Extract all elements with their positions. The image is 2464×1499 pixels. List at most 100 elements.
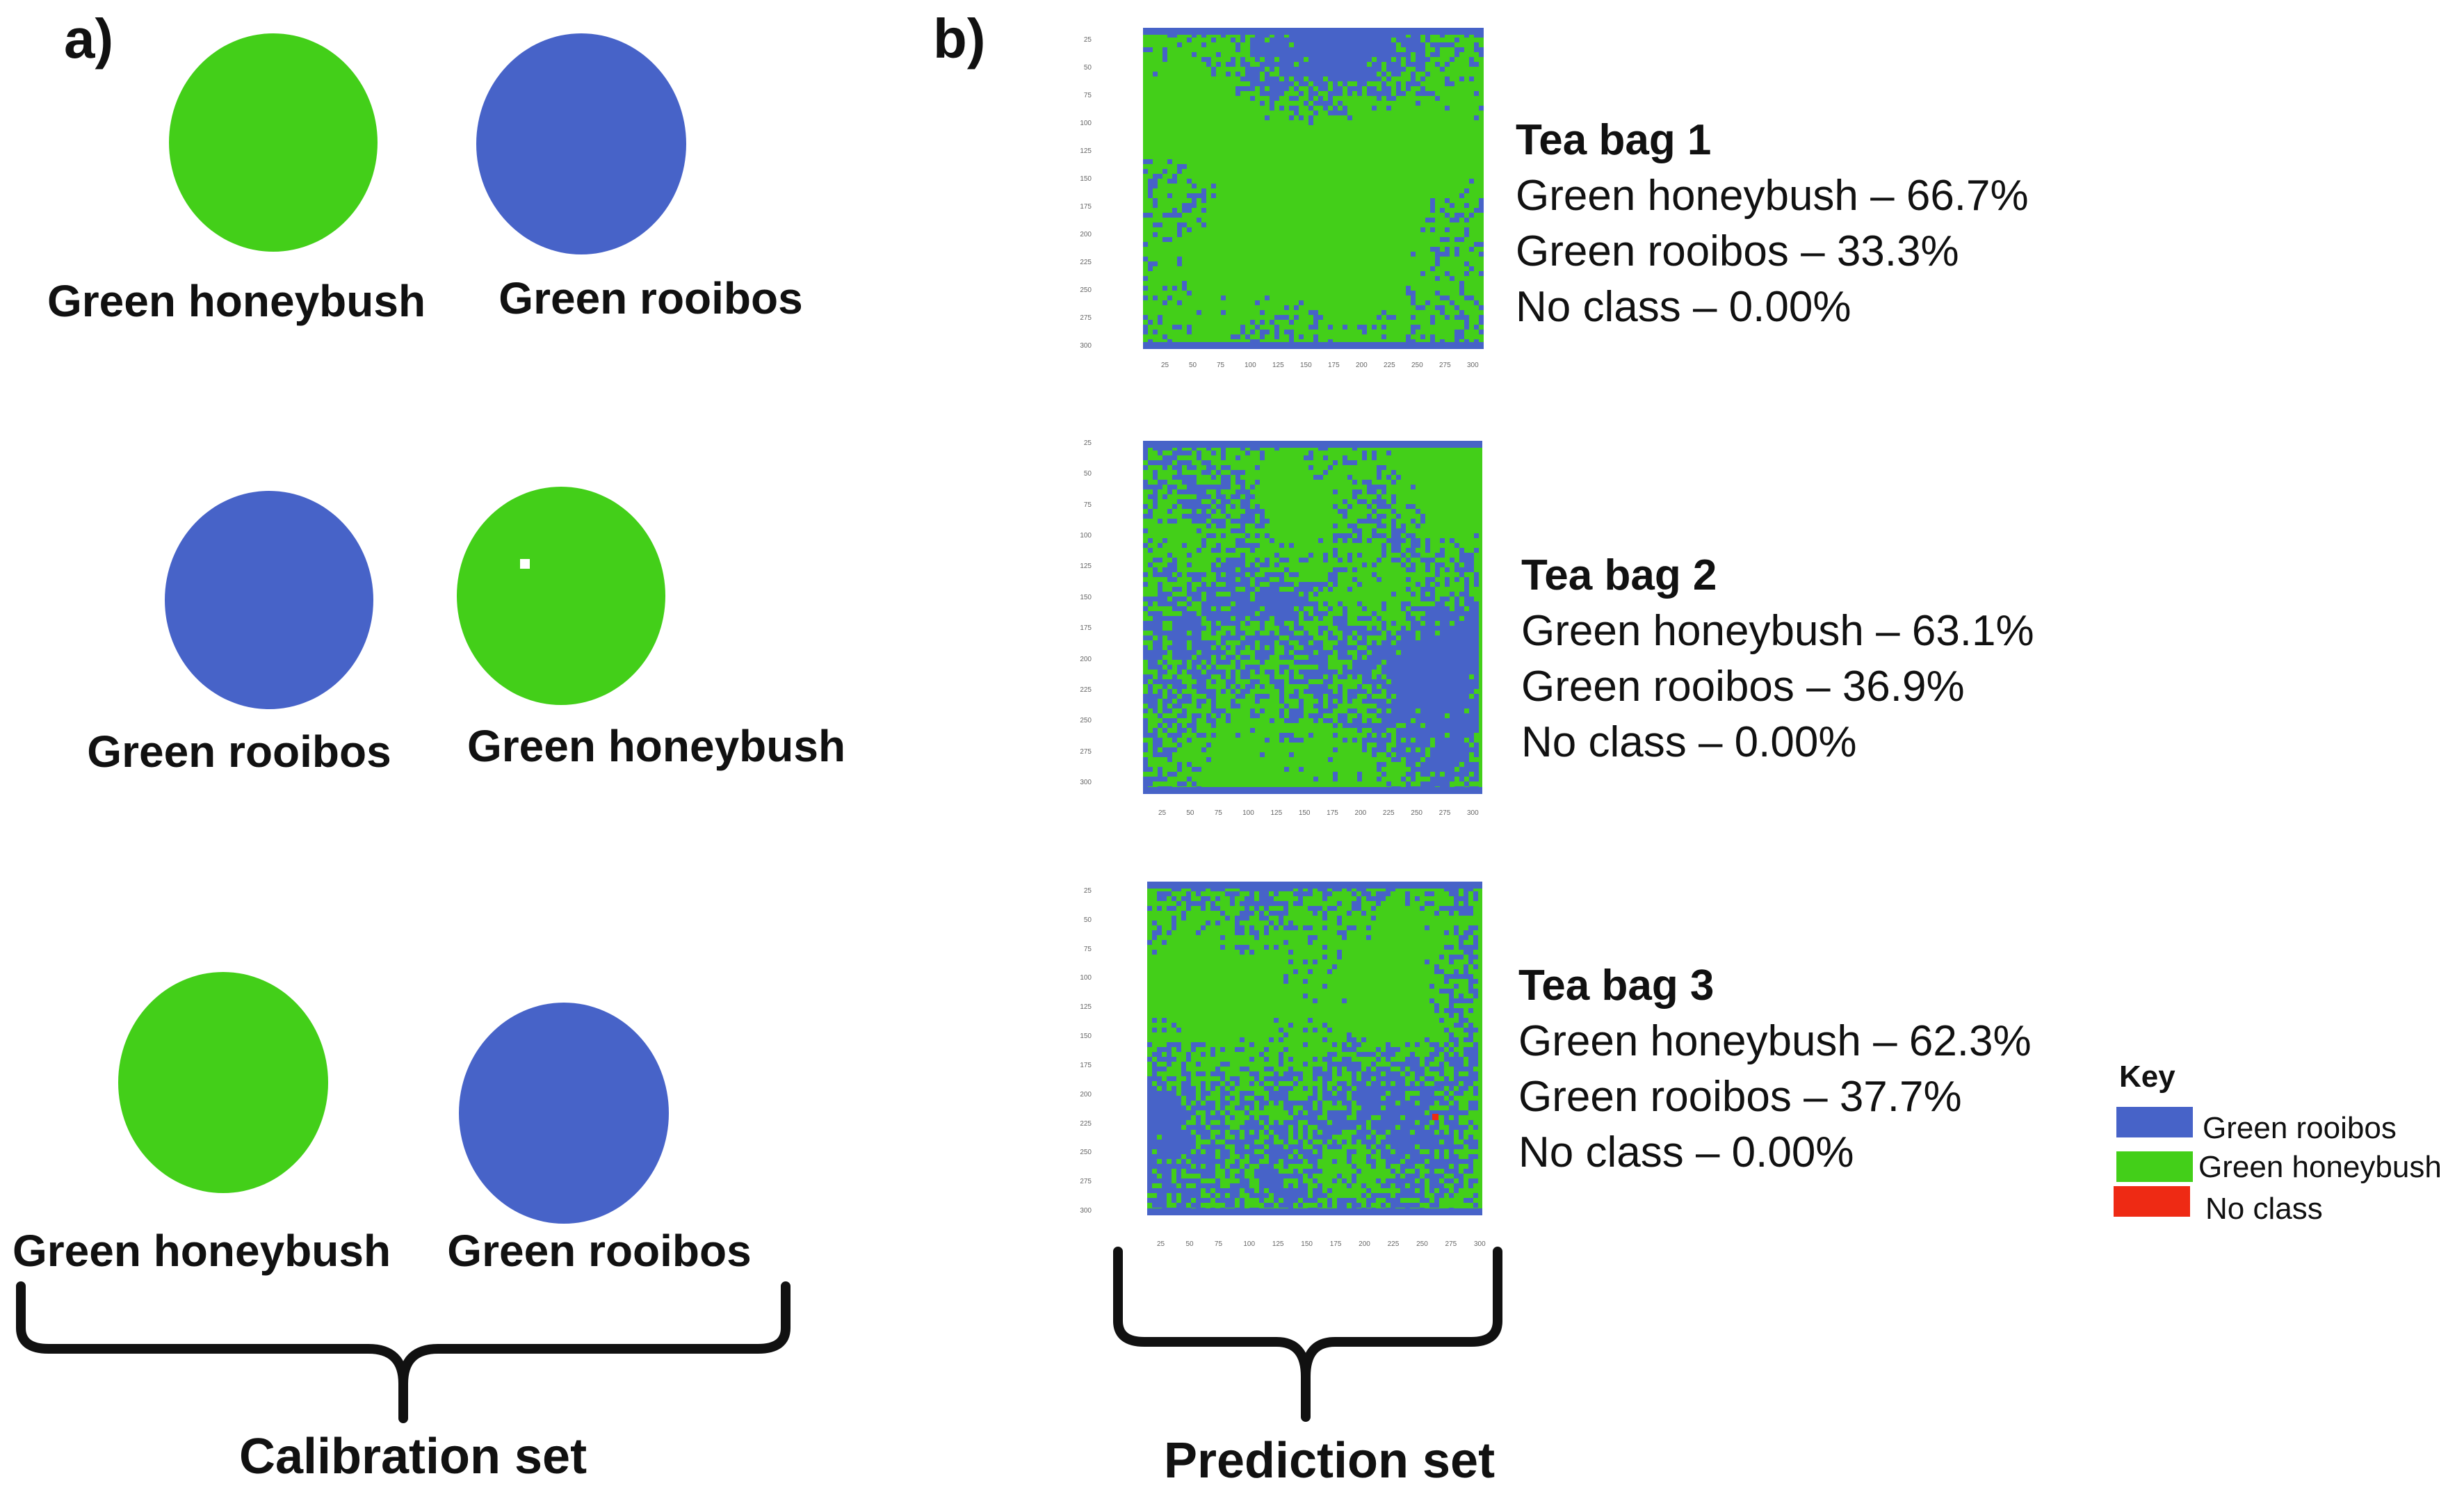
y-tick-label: 275: [1080, 1178, 1092, 1186]
x-tick-label: 250: [1416, 1240, 1428, 1248]
y-tick-label: 50: [1083, 916, 1092, 924]
calibration-circle-honeybush: [457, 487, 665, 705]
prediction-set-label: Prediction set: [1163, 1433, 1496, 1489]
y-tick-label: 75: [1083, 945, 1092, 953]
map-3-y-ticks: 25 50 75 100 125 150 175 200 225 250 275 300: [1071, 887, 1092, 1215]
x-tick-label: 25: [1157, 1240, 1165, 1248]
tea-bag-title: Tea bag 2: [1521, 551, 1717, 599]
y-tick-label: 125: [1080, 147, 1092, 155]
key-title: Key: [2119, 1060, 2175, 1094]
x-tick-label: 275: [1445, 1240, 1457, 1248]
y-tick-label: 250: [1080, 717, 1092, 725]
y-tick-label: 100: [1080, 120, 1092, 127]
prediction-brace: [1113, 1247, 1502, 1422]
x-tick-label: 150: [1301, 1240, 1313, 1248]
x-tick-label: 50: [1189, 362, 1197, 369]
tea-bag-2-result: Tea bag 2 Green honeybush – 63.1% Green …: [1521, 548, 2034, 770]
y-tick-label: 300: [1080, 1207, 1092, 1215]
y-tick-label: 175: [1080, 203, 1092, 211]
y-tick-label: 300: [1080, 779, 1092, 786]
y-tick-label: 275: [1080, 747, 1092, 756]
tea-bag-3-result: Tea bag 3 Green honeybush – 62.3% Green …: [1518, 958, 2032, 1181]
y-tick-label: 275: [1080, 314, 1092, 322]
calibration-circle-rooibos: [165, 491, 373, 709]
y-tick-label: 175: [1080, 1061, 1092, 1069]
tea-bag-1-result: Tea bag 1 Green honeybush – 66.7% Green …: [1516, 113, 2029, 335]
x-tick-label: 125: [1270, 809, 1283, 817]
y-tick-label: 100: [1080, 974, 1092, 982]
y-tick-label: 250: [1080, 1149, 1092, 1157]
x-tick-label: 100: [1243, 1240, 1256, 1248]
tea-bag-title: Tea bag 1: [1516, 116, 1712, 164]
y-tick-label: 300: [1080, 342, 1092, 350]
x-tick-label: 175: [1329, 1240, 1342, 1248]
y-tick-label: 25: [1083, 36, 1092, 44]
x-tick-label: 200: [1354, 809, 1367, 817]
x-tick-label: 100: [1245, 362, 1256, 369]
prediction-map-1-image: [1143, 28, 1484, 349]
y-tick-label: 200: [1080, 231, 1092, 238]
y-tick-label: 50: [1083, 64, 1092, 72]
key-swatch-honeybush: [2116, 1151, 2193, 1182]
calibration-label: Green rooibos: [87, 727, 391, 777]
y-tick-label: 125: [1080, 562, 1092, 571]
calibration-label: Green rooibos: [499, 273, 803, 323]
prediction-map-2-image: [1143, 441, 1482, 794]
x-tick-label: 300: [1467, 809, 1479, 817]
calibration-label: Green rooibos: [447, 1226, 752, 1276]
x-tick-label: 75: [1214, 809, 1222, 817]
key-label-honeybush: Green honeybush: [2198, 1150, 2442, 1184]
x-tick-label: 125: [1272, 1240, 1284, 1248]
y-tick-label: 150: [1080, 593, 1092, 601]
x-tick-label: 275: [1439, 362, 1451, 369]
calibration-brace: [16, 1281, 791, 1423]
x-tick-label: 250: [1411, 362, 1423, 369]
x-tick-label: 25: [1158, 809, 1167, 817]
x-tick-label: 50: [1186, 809, 1194, 817]
y-tick-label: 150: [1080, 1032, 1092, 1041]
y-tick-label: 200: [1080, 1090, 1092, 1099]
prediction-map-2: [1143, 441, 1482, 794]
prediction-map-3: [1147, 882, 1482, 1215]
calibration-circle-rooibos: [476, 33, 686, 254]
calibration-label: Green honeybush: [47, 276, 426, 326]
y-tick-label: 225: [1080, 1119, 1092, 1128]
x-tick-label: 150: [1298, 809, 1311, 817]
calibration-set-label: Calibration set: [238, 1429, 587, 1484]
prediction-map-1: [1143, 28, 1484, 349]
calibration-circle-honeybush: [118, 972, 328, 1193]
x-tick-label: 200: [1359, 1240, 1370, 1248]
x-tick-label: 175: [1327, 809, 1338, 817]
key-swatch-no-class: [2114, 1186, 2190, 1217]
x-tick-label: 50: [1185, 1240, 1194, 1248]
x-tick-label: 225: [1384, 362, 1395, 369]
no-class-percent: No class – 0.00%: [1521, 718, 1857, 766]
no-class-percent: No class – 0.00%: [1516, 283, 1851, 331]
honeybush-percent: Green honeybush – 63.1%: [1521, 607, 2034, 655]
x-tick-label: 300: [1474, 1240, 1486, 1248]
y-tick-label: 175: [1080, 624, 1092, 633]
key-label-rooibos: Green rooibos: [2203, 1111, 2397, 1145]
x-tick-label: 250: [1411, 809, 1423, 817]
y-tick-label: 25: [1083, 887, 1092, 895]
y-tick-label: 75: [1083, 501, 1092, 509]
key-swatch-rooibos: [2116, 1107, 2193, 1137]
y-tick-label: 25: [1083, 439, 1092, 447]
y-tick-label: 100: [1080, 532, 1092, 540]
white-speck: [520, 559, 530, 569]
no-class-percent: No class – 0.00%: [1518, 1128, 1854, 1176]
rooibos-percent: Green rooibos – 37.7%: [1518, 1073, 1962, 1121]
x-tick-label: 175: [1328, 362, 1340, 369]
y-tick-label: 225: [1080, 259, 1092, 266]
x-tick-label: 75: [1217, 362, 1225, 369]
calibration-circle-rooibos: [459, 1003, 669, 1224]
y-tick-label: 125: [1080, 1003, 1092, 1012]
y-tick-label: 75: [1083, 92, 1092, 99]
x-tick-label: 25: [1161, 362, 1169, 369]
x-tick-label: 125: [1272, 362, 1284, 369]
